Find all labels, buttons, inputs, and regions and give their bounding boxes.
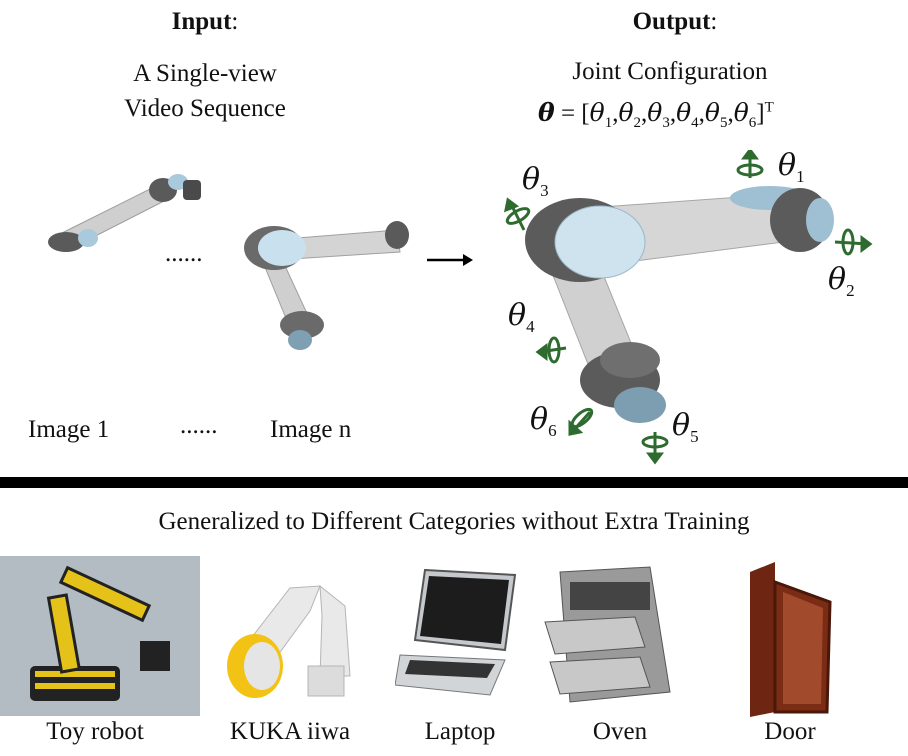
formula-theta-2: θ <box>618 98 634 127</box>
robot-arm-bent <box>244 221 409 350</box>
formula-comma: , <box>612 100 619 127</box>
formula-sub-1: 1 <box>604 115 613 131</box>
joint-label-3-sub: 3 <box>540 181 549 200</box>
joint-5-arrow-icon <box>641 432 669 465</box>
formula-terms: θ1,θ2,θ3,θ4,θ5,θ6 <box>589 98 757 131</box>
formula-theta-5: θ <box>704 98 720 127</box>
joint-label-6-sub: 6 <box>548 421 557 440</box>
joint-arrows <box>503 150 873 465</box>
joint-6-arrow-icon <box>568 407 594 436</box>
joint-label-2: θ2 <box>828 262 855 301</box>
joint-label-6-symbol: θ <box>530 402 549 437</box>
joint-label-3: θ3 <box>522 162 549 201</box>
input-to-output-arrow-icon <box>427 254 473 266</box>
kuka-iiwa-image <box>227 584 351 698</box>
oven-image <box>544 566 671 703</box>
formula-sub-6: 6 <box>748 115 757 131</box>
formula-sub-2: 2 <box>633 115 642 131</box>
image-n-label: Image n <box>270 416 352 443</box>
image-dots-label: ...... <box>180 412 218 439</box>
category-label-door: Door <box>764 718 816 745</box>
joint-label-2-symbol: θ <box>828 262 847 297</box>
formula-comma: , <box>727 100 734 127</box>
door-image <box>750 562 832 717</box>
joint-label-1: θ1 <box>778 148 805 187</box>
formula-theta-1: θ <box>589 98 605 127</box>
output-heading-colon: : <box>710 8 718 35</box>
formula-theta-3: θ <box>647 98 663 127</box>
formula-sub-5: 5 <box>719 115 728 131</box>
bottom-title: Generalized to Different Categories with… <box>158 508 750 535</box>
formula-theta-bold: θ <box>538 98 555 127</box>
toy-robot-image <box>0 556 200 716</box>
output-heading-text: Output <box>632 8 711 35</box>
joint-formula: θ = [θ1,θ2,θ3,θ4,θ5,θ6]T <box>538 98 774 132</box>
output-robot-diagram <box>503 150 873 465</box>
category-label-toy-robot: Toy robot <box>46 718 144 745</box>
joint-2-arrow-icon <box>834 228 873 256</box>
formula-sub-4: 4 <box>691 115 699 131</box>
joint-label-4-sub: 4 <box>526 317 535 336</box>
category-label-oven: Oven <box>592 718 648 745</box>
image-1-label: Image 1 <box>28 416 110 443</box>
output-heading: Output: <box>600 8 750 36</box>
joint-label-1-sub: 1 <box>796 167 805 186</box>
input-line2: Video Sequence <box>124 95 286 122</box>
input-heading-text: Input <box>171 8 232 35</box>
input-dots-mid: ...... <box>165 240 203 267</box>
formula-comma: , <box>698 100 705 127</box>
output-line1: Joint Configuration <box>572 58 768 85</box>
joint-label-4-symbol: θ <box>508 298 527 333</box>
formula-comma: , <box>669 100 677 127</box>
category-label-kuka-iiwa: KUKA iiwa <box>229 718 351 745</box>
robot-arm-small <box>48 174 201 252</box>
joint-label-2-sub: 2 <box>846 281 855 300</box>
input-heading: Input: <box>130 8 280 36</box>
joint-1-arrow-icon <box>736 150 764 178</box>
joint-label-1-symbol: θ <box>778 148 797 183</box>
joint-4-arrow-icon <box>535 336 567 364</box>
output-robot-arm <box>525 186 834 423</box>
joint-label-6: θ6 <box>530 402 557 441</box>
section-divider <box>0 477 908 488</box>
joint-label-5: θ5 <box>672 408 699 447</box>
formula-comma: , <box>641 100 648 127</box>
formula-transpose: T <box>764 99 774 116</box>
formula-theta-4: θ <box>676 98 692 127</box>
input-robot-image-1 <box>48 174 201 252</box>
joint-label-4: θ4 <box>508 298 535 337</box>
joint-label-3-symbol: θ <box>522 162 541 197</box>
joint-3-arrow-icon <box>503 197 531 231</box>
formula-equals: = [ <box>560 100 590 127</box>
formula-theta-6: θ <box>733 98 749 127</box>
laptop-image <box>395 568 517 696</box>
category-label-laptop: Laptop <box>424 718 496 745</box>
formula-sub-3: 3 <box>662 115 670 131</box>
input-heading-colon: : <box>231 8 239 35</box>
input-robot-image-n <box>244 221 409 350</box>
joint-label-5-sub: 5 <box>690 427 699 446</box>
joint-label-5-symbol: θ <box>672 408 691 443</box>
input-line1: A Single-view <box>133 60 277 87</box>
formula-close: ] <box>756 100 765 127</box>
